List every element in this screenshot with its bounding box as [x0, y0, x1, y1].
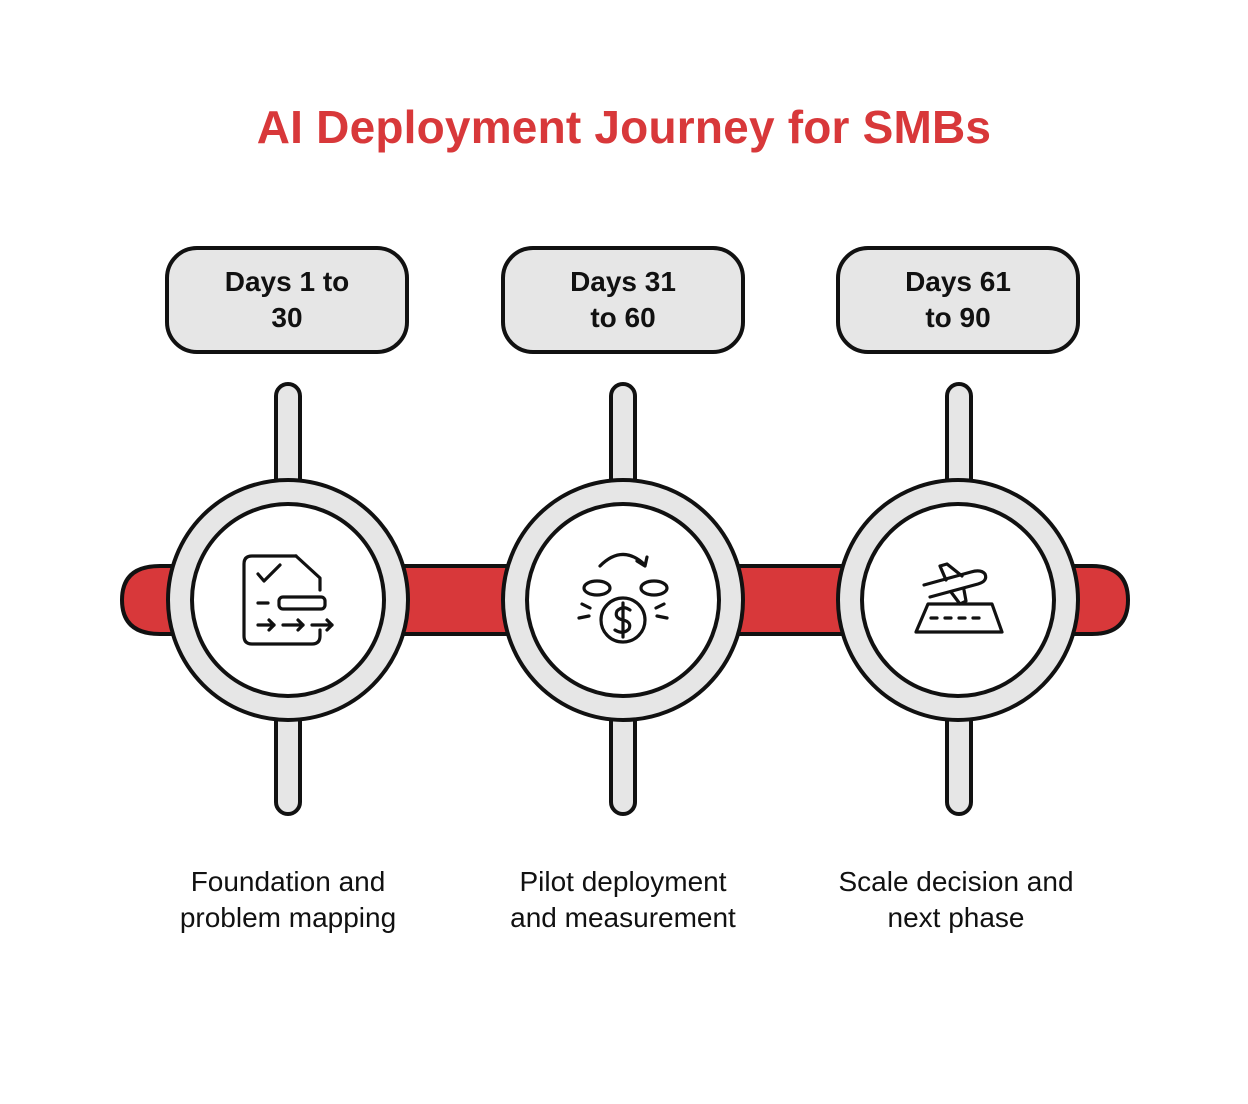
step-3-description-line-2: next phase [887, 902, 1025, 933]
step-2-node [501, 246, 745, 816]
checklist-document-icon [242, 554, 334, 646]
step-3-period-line-2: to 90 [925, 302, 991, 333]
step-1-description: Foundation and problem mapping [138, 864, 438, 936]
step-2-description-line-2: and measurement [510, 902, 736, 933]
step-3-node [836, 246, 1080, 816]
step-3-connector-top [945, 382, 973, 496]
step-1-description-line-1: Foundation and [190, 866, 386, 897]
step-1-period-label: Days 1 to 30 [187, 264, 387, 336]
step-2-inner-circle [525, 502, 721, 698]
step-2-period-label: Days 31 to 60 [523, 264, 723, 336]
step-2-period-line-2: to 60 [590, 302, 656, 333]
step-1-node [165, 246, 410, 816]
step-2-description: Pilot deployment and measurement [473, 864, 773, 936]
step-3-pill [836, 246, 1080, 354]
step-3-connector-bottom [945, 704, 973, 816]
dollar-coin-cycle-icon [577, 552, 669, 644]
airplane-runway-icon [914, 562, 1004, 634]
step-3-period-line-1: Days 61 [905, 266, 1011, 297]
page-title: AI Deployment Journey for SMBs [256, 101, 992, 153]
step-1-period-line-1: Days 1 to [224, 266, 350, 297]
step-2-period-line-1: Days 31 [570, 266, 676, 297]
step-2-connector-top [609, 382, 637, 496]
step-1-pill [165, 246, 409, 354]
step-1-description-line-2: problem mapping [179, 902, 397, 933]
step-1-connector-top [274, 382, 302, 496]
step-1-connector-bottom [274, 704, 302, 816]
step-1-period-line-2: 30 [271, 302, 303, 333]
step-3-description-line-1: Scale decision and [838, 866, 1074, 897]
step-2-description-line-1: Pilot deployment [519, 866, 727, 897]
step-2-pill [501, 246, 745, 354]
step-1-inner-circle [190, 502, 386, 698]
step-3-description: Scale decision and next phase [806, 864, 1106, 936]
step-3-period-label: Days 61 to 90 [858, 264, 1058, 336]
step-2-connector-bottom [609, 704, 637, 816]
